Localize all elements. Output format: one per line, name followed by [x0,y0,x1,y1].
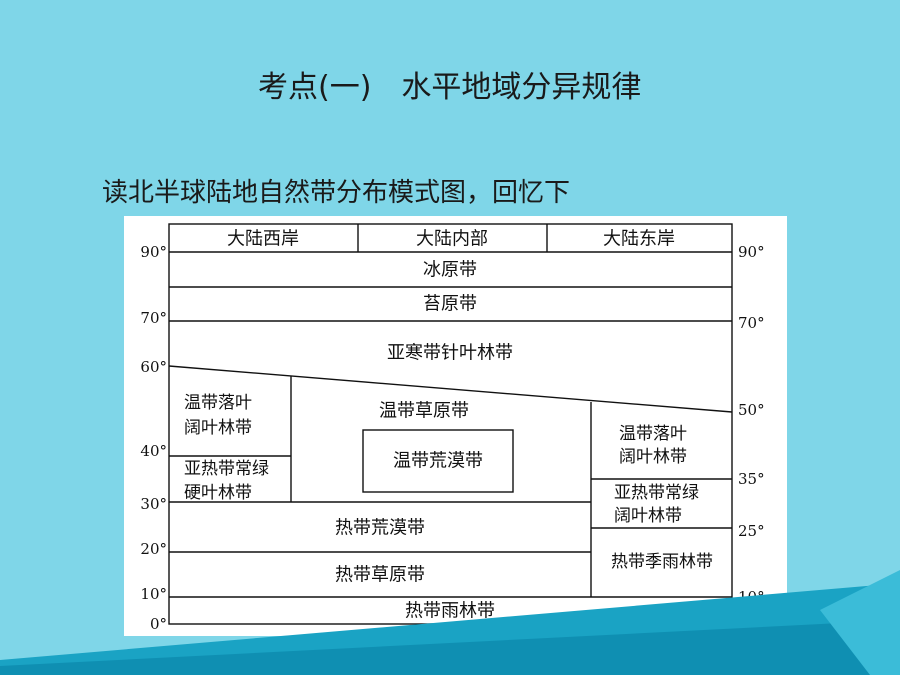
zone-temperate-grassland: 温带草原带 [379,401,469,422]
lat-right-90: 90° [738,243,765,261]
lat-right-35: 35° [738,470,765,488]
zone-tropical-monsoon: 热带季雨林带 [611,552,713,572]
zone-tundra: 苔原带 [423,294,477,315]
header-west-coast: 大陆西岸 [227,229,299,250]
deco-band-light [0,620,900,675]
slide-title: 考点(一) 水平地域分异规律 [258,70,642,105]
natural-zone-diagram: 大陆西岸 大陆内部 大陆东岸 冰原带 苔原带 亚寒带针叶林带 温带草原带 温带荒… [140,223,765,633]
intro-text: 读北半球陆地自然带分布模式图，回忆下 [102,178,571,208]
zone-tropical-savanna: 热带草原带 [335,565,425,586]
zone-tropical-rainforest: 热带雨林带 [405,601,495,622]
zone-ice: 冰原带 [423,260,477,281]
decorative-corner [0,570,900,675]
line-taiga-south [168,365,733,413]
lat-left-40: 40° [140,442,167,460]
lat-left-90: 90° [140,243,167,261]
lat-left-30: 30° [140,495,167,513]
lat-right-50: 50° [738,401,765,419]
lat-left-60: 60° [140,358,167,376]
lat-right-25: 25° [738,522,765,540]
header-east-coast: 大陆东岸 [603,229,675,250]
zone-west-deciduous: 温带落叶阔叶林带 [184,393,252,438]
lat-left-70: 70° [140,309,167,327]
zone-taiga: 亚寒带针叶林带 [387,343,513,364]
zone-temperate-desert: 温带荒漠带 [393,451,483,472]
lat-left-10: 10° [140,585,167,603]
zone-east-deciduous: 温带落叶阔叶林带 [619,424,687,467]
diagram-panel: 大陆西岸 大陆内部 大陆东岸 冰原带 苔原带 亚寒带针叶林带 温带草原带 温带荒… [124,216,787,636]
lat-left-0: 0° [150,615,167,633]
deco-band-edge [820,570,900,675]
lat-left-20: 20° [140,540,167,558]
desert-box [362,429,514,493]
zone-tropical-desert: 热带荒漠带 [335,518,425,539]
lat-right-70: 70° [738,314,765,332]
zone-west-mediterranean: 亚热带常绿硬叶林带 [184,459,269,503]
zone-east-subtropical: 亚热带常绿阔叶林带 [614,483,699,526]
header-interior: 大陆内部 [416,229,488,250]
